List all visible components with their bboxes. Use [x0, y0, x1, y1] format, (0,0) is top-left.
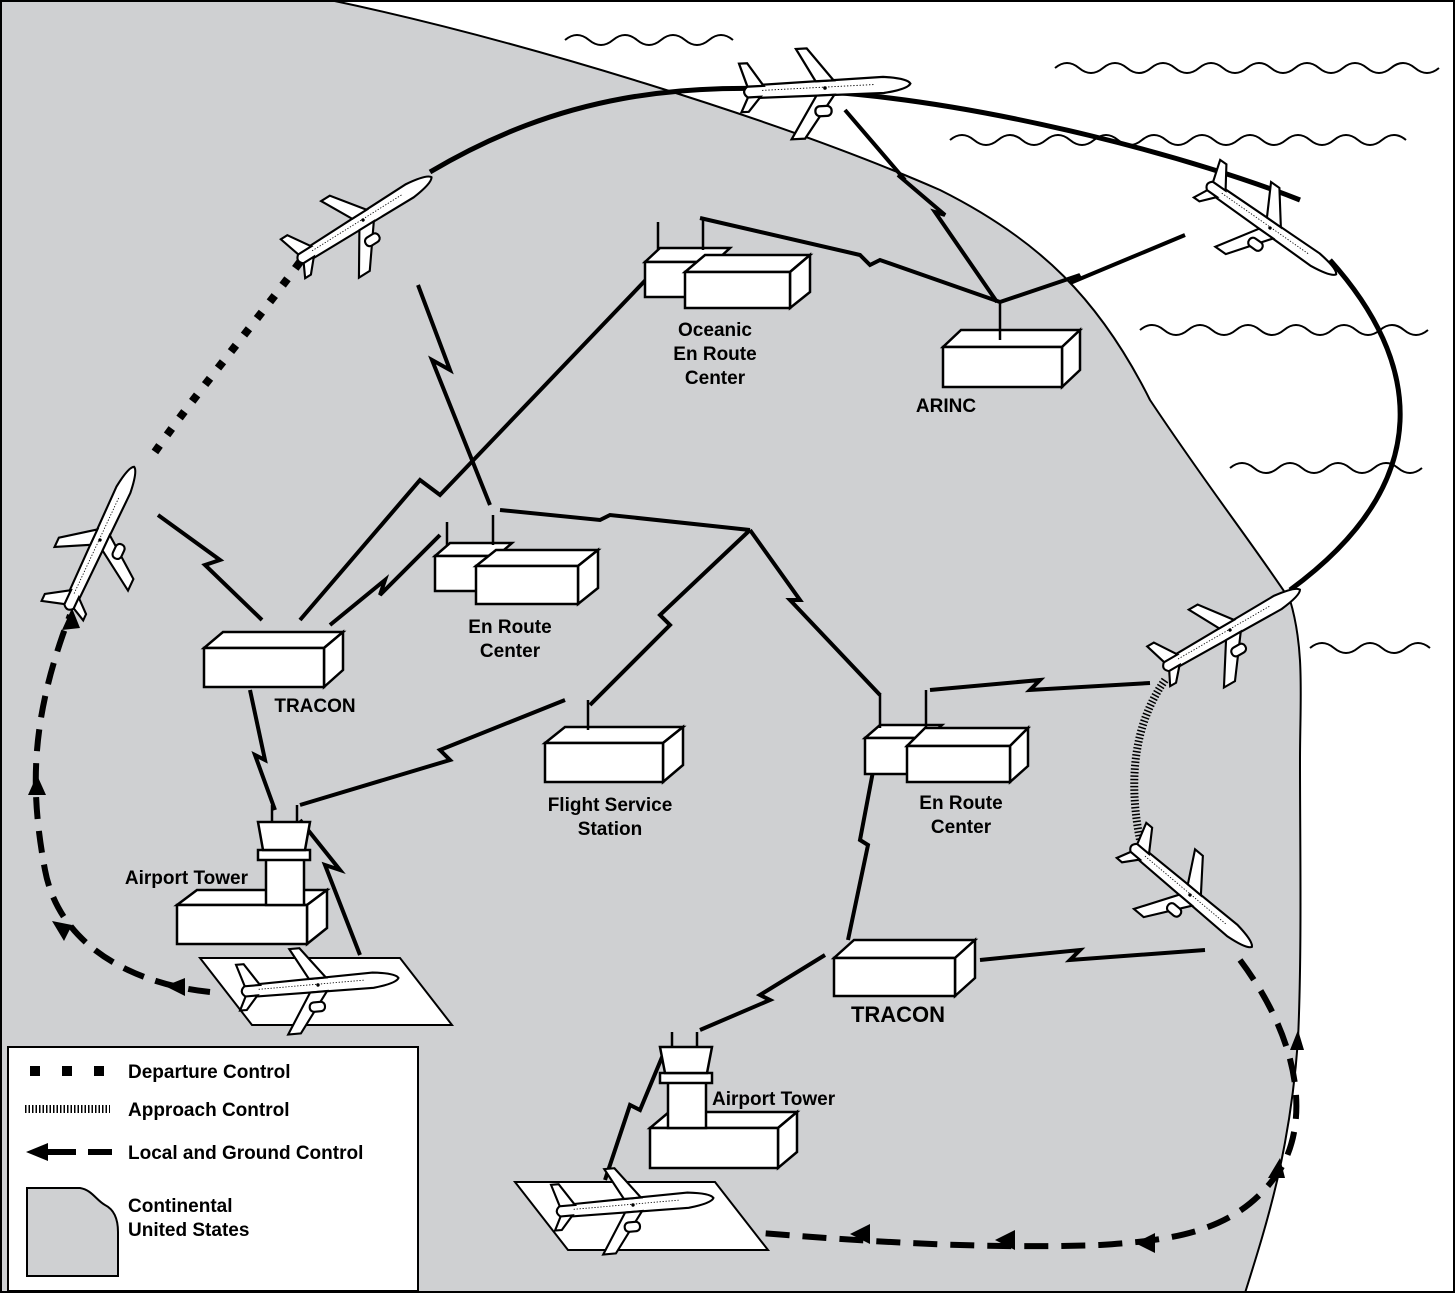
oceanic-label-line-2: En Route — [673, 344, 756, 365]
legend: Departure Control Approach Control Local… — [7, 1046, 419, 1292]
oceanic-label-line-1: Oceanic — [678, 320, 752, 341]
tracon-building-1 — [200, 629, 347, 690]
oceanic-en-route-center-building — [641, 218, 814, 311]
communication-links — [156, 108, 1206, 1181]
continental-us-land-icon — [26, 1187, 119, 1277]
arinc-label: ARINC — [916, 396, 976, 417]
flight-service-station-building — [541, 700, 687, 785]
enroute-center-1-label-line-2: Center — [480, 641, 541, 662]
tracon-2-label: TRACON — [851, 1002, 945, 1027]
enroute-center-2-label-line-1: En Route — [919, 793, 1002, 814]
airport-tower-building-2 — [646, 1032, 801, 1171]
local-ground-control-path-left — [32, 613, 211, 995]
departure-control-line-icon — [30, 1066, 104, 1076]
legend-local-ground-label: Local and Ground Control — [128, 1143, 363, 1164]
oceanic-label-line-3: Center — [685, 368, 746, 389]
airport-tower-2-label: Airport Tower — [712, 1089, 836, 1110]
flight-service-label-line-1: Flight Service — [548, 795, 673, 816]
airport-tower-1-label: Airport Tower — [125, 868, 249, 889]
flight-service-label-line-2: Station — [578, 819, 642, 840]
departure-control-path — [144, 259, 304, 465]
legend-continental-label-line-2: United States — [128, 1220, 249, 1241]
local-ground-control-arrow-icon — [26, 1143, 112, 1161]
local-ground-control-path-right — [699, 958, 1300, 1250]
legend-departure-label: Departure Control — [128, 1062, 291, 1083]
airport-tower-building-1 — [173, 805, 331, 947]
tracon-building-2 — [830, 937, 979, 999]
enroute-center-2-label-line-2: Center — [931, 817, 992, 838]
en-route-center-building-2 — [861, 690, 1032, 785]
legend-approach-label: Approach Control — [128, 1100, 290, 1121]
en-route-center-building-1 — [431, 515, 602, 607]
legend-continental-label-line-1: Continental — [128, 1196, 233, 1217]
tracon-1-label: TRACON — [274, 696, 355, 717]
ocean-waves — [564, 34, 1440, 654]
enroute-center-1-label-line-1: En Route — [468, 617, 551, 638]
arinc-building — [939, 302, 1084, 390]
approach-control-path — [1130, 677, 1169, 841]
